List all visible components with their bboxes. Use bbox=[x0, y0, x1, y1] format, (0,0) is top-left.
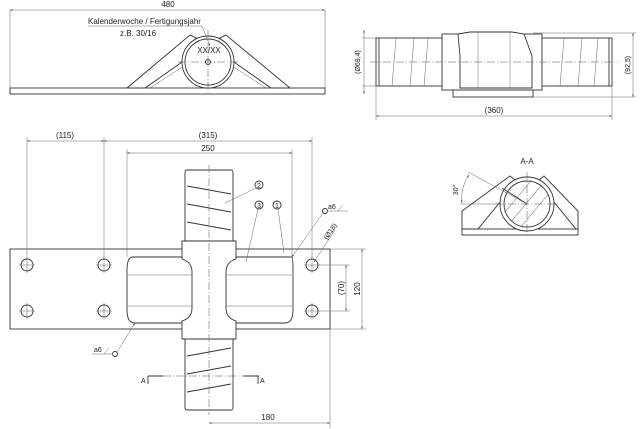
dim-180: 180 bbox=[261, 413, 275, 422]
front-view: 480 Kalenderwoche / Fertigungsjahr z.B. … bbox=[9, 0, 326, 95]
marking-text: XX/XX bbox=[197, 46, 221, 55]
dim-70: (70) bbox=[337, 281, 346, 296]
balloon-1: 1 bbox=[272, 200, 285, 254]
section-marker-left: A bbox=[141, 375, 163, 385]
dim-height: (92,5) bbox=[625, 56, 632, 74]
section-view: A-A 30° bbox=[452, 157, 579, 236]
svg-text:a6: a6 bbox=[328, 204, 336, 211]
dim-diameter: (Ø69,4) bbox=[355, 50, 362, 74]
base-plate bbox=[9, 87, 326, 95]
svg-text:A: A bbox=[141, 378, 146, 385]
angle-30: 30° bbox=[452, 185, 460, 196]
plan-view: (115) (315) 250 120 (70) 180 (Ø18) 1 2 bbox=[9, 131, 366, 428]
weld-symbol-bottom: a6 bbox=[92, 322, 136, 357]
section-title: A-A bbox=[520, 157, 534, 166]
holes bbox=[19, 257, 320, 319]
label-calendar-week: Kalenderwoche / Fertigungsjahr bbox=[88, 17, 201, 26]
dim-315: (315) bbox=[199, 131, 218, 140]
dim-120: 120 bbox=[353, 282, 362, 296]
weld-symbol-top: a6 bbox=[291, 204, 348, 258]
svg-text:a6: a6 bbox=[94, 347, 102, 354]
svg-text:1: 1 bbox=[275, 203, 279, 210]
balloon-3: 3 bbox=[245, 200, 264, 263]
svg-text:2: 2 bbox=[257, 183, 261, 190]
svg-text:A: A bbox=[260, 378, 265, 385]
svg-text:3: 3 bbox=[257, 203, 261, 210]
dim-480: 480 bbox=[161, 0, 175, 9]
label-example: z.B. 30/16 bbox=[120, 29, 157, 38]
dim-length: (360) bbox=[485, 106, 504, 115]
dim-115: (115) bbox=[56, 131, 74, 140]
dim-250: 250 bbox=[201, 144, 215, 153]
section-marker-right: A bbox=[244, 375, 265, 385]
balloon-2: 2 bbox=[224, 180, 264, 204]
side-view: (Ø69,4) (92,5) (360) bbox=[355, 30, 636, 120]
dim-hole: (Ø18) bbox=[323, 222, 339, 241]
